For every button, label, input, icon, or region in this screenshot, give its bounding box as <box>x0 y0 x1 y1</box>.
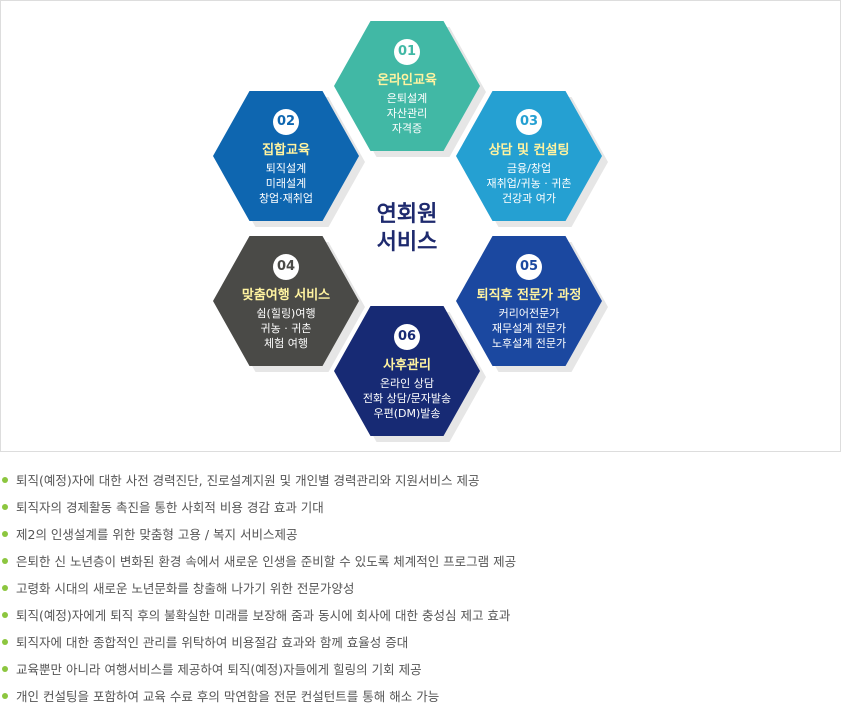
service-item: 금융/창업 <box>506 162 552 175</box>
service-item: 미래설계 <box>265 177 307 190</box>
service-number: 05 <box>516 254 542 280</box>
list-item-text: 개인 컨설팅을 포함하여 교육 수료 후의 막연함을 전문 컨설턴트를 통해 해… <box>16 689 440 704</box>
service-title: 온라인교육 <box>377 73 437 88</box>
service-item: 퇴직설계 <box>265 162 307 175</box>
service-item: 창업·재취업 <box>258 192 314 205</box>
bullet-icon <box>2 503 8 510</box>
service-item: 노후설계 전문가 <box>491 337 567 350</box>
list-item: 퇴직자의 경제활동 촉진을 통한 사회적 비용 경감 효과 기대 <box>0 493 516 520</box>
list-item-text: 제2의 인생설계를 위한 맞춤형 고용 / 복지 서비스제공 <box>16 527 298 542</box>
service-item: 자산관리 <box>386 107 428 120</box>
bullet-icon <box>2 557 8 564</box>
service-item: 온라인 상담 <box>379 377 435 390</box>
center-title-line: 연회원 <box>376 202 438 227</box>
list-item: 개인 컨설팅을 포함하여 교육 수료 후의 막연함을 전문 컨설턴트를 통해 해… <box>0 682 516 709</box>
service-item: 재취업/귀농 · 귀촌 <box>486 177 572 190</box>
service-number: 06 <box>394 324 420 350</box>
service-item: 자격증 <box>391 122 423 135</box>
service-number: 01 <box>394 39 420 65</box>
bullet-icon <box>2 476 8 483</box>
list-item-text: 퇴직(예정)자에 대한 사전 경력진단, 진로설계지원 및 개인별 경력관리와 … <box>16 473 480 488</box>
service-title: 퇴직후 전문가 과정 <box>476 288 582 303</box>
service-item: 귀농 · 귀촌 <box>260 322 312 335</box>
center-title-line: 서비스 <box>376 230 438 255</box>
bullet-icon <box>2 584 8 591</box>
service-number: 04 <box>273 254 299 280</box>
service-item: 우편(DM)발송 <box>373 407 441 420</box>
list-item: 퇴직(예정)자에 대한 사전 경력진단, 진로설계지원 및 개인별 경력관리와 … <box>0 466 516 493</box>
service-item: 체험 여행 <box>264 337 308 350</box>
list-item: 고령화 시대의 새로운 노년문화를 창출해 나가기 위한 전문가양성 <box>0 574 516 601</box>
service-title: 상담 및 컨설팅 <box>488 143 570 158</box>
bullet-icon <box>2 692 8 699</box>
service-number: 03 <box>516 109 542 135</box>
service-item: 쉼(힐링)여행 <box>256 307 316 320</box>
list-item-text: 고령화 시대의 새로운 노년문화를 창출해 나가기 위한 전문가양성 <box>16 581 355 596</box>
bullet-icon <box>2 665 8 672</box>
service-title: 집합교육 <box>262 143 310 158</box>
list-item-text: 퇴직(예정)자에게 퇴직 후의 불확실한 미래를 보장해 줌과 동시에 회사에 … <box>16 608 511 623</box>
service-item: 전화 상담/문자발송 <box>362 392 452 405</box>
benefit-list: 퇴직(예정)자에 대한 사전 경력진단, 진로설계지원 및 개인별 경력관리와 … <box>0 466 516 709</box>
service-number: 02 <box>273 109 299 135</box>
list-item: 교육뿐만 아니라 여행서비스를 제공하여 퇴직(예정)자들에게 힐링의 기회 제… <box>0 655 516 682</box>
list-item-text: 교육뿐만 아니라 여행서비스를 제공하여 퇴직(예정)자들에게 힐링의 기회 제… <box>16 662 422 677</box>
service-item: 건강과 여가 <box>501 192 557 205</box>
list-item-text: 퇴직자의 경제활동 촉진을 통한 사회적 비용 경감 효과 기대 <box>16 500 324 515</box>
list-item: 퇴직자에 대한 종합적인 관리를 위탁하여 비용절감 효과와 함께 효율성 증대 <box>0 628 516 655</box>
center-title: 연회원 서비스 <box>357 201 457 257</box>
service-item: 재무설계 전문가 <box>491 322 567 335</box>
bullet-icon <box>2 638 8 645</box>
list-item: 퇴직(예정)자에게 퇴직 후의 불확실한 미래를 보장해 줌과 동시에 회사에 … <box>0 601 516 628</box>
list-item-text: 퇴직자에 대한 종합적인 관리를 위탁하여 비용절감 효과와 함께 효율성 증대 <box>16 635 409 650</box>
list-item-text: 은퇴한 신 노년층이 변화된 환경 속에서 새로운 인생을 준비할 수 있도록 … <box>16 554 517 569</box>
service-title: 사후관리 <box>383 358 431 373</box>
service-item: 커리어전문가 <box>498 307 560 320</box>
bullet-icon <box>2 611 8 618</box>
list-item: 제2의 인생설계를 위한 맞춤형 고용 / 복지 서비스제공 <box>0 520 516 547</box>
list-item: 은퇴한 신 노년층이 변화된 환경 속에서 새로운 인생을 준비할 수 있도록 … <box>0 547 516 574</box>
service-item: 은퇴설계 <box>386 92 428 105</box>
service-title: 맞춤여행 서비스 <box>241 288 331 303</box>
bullet-icon <box>2 530 8 537</box>
